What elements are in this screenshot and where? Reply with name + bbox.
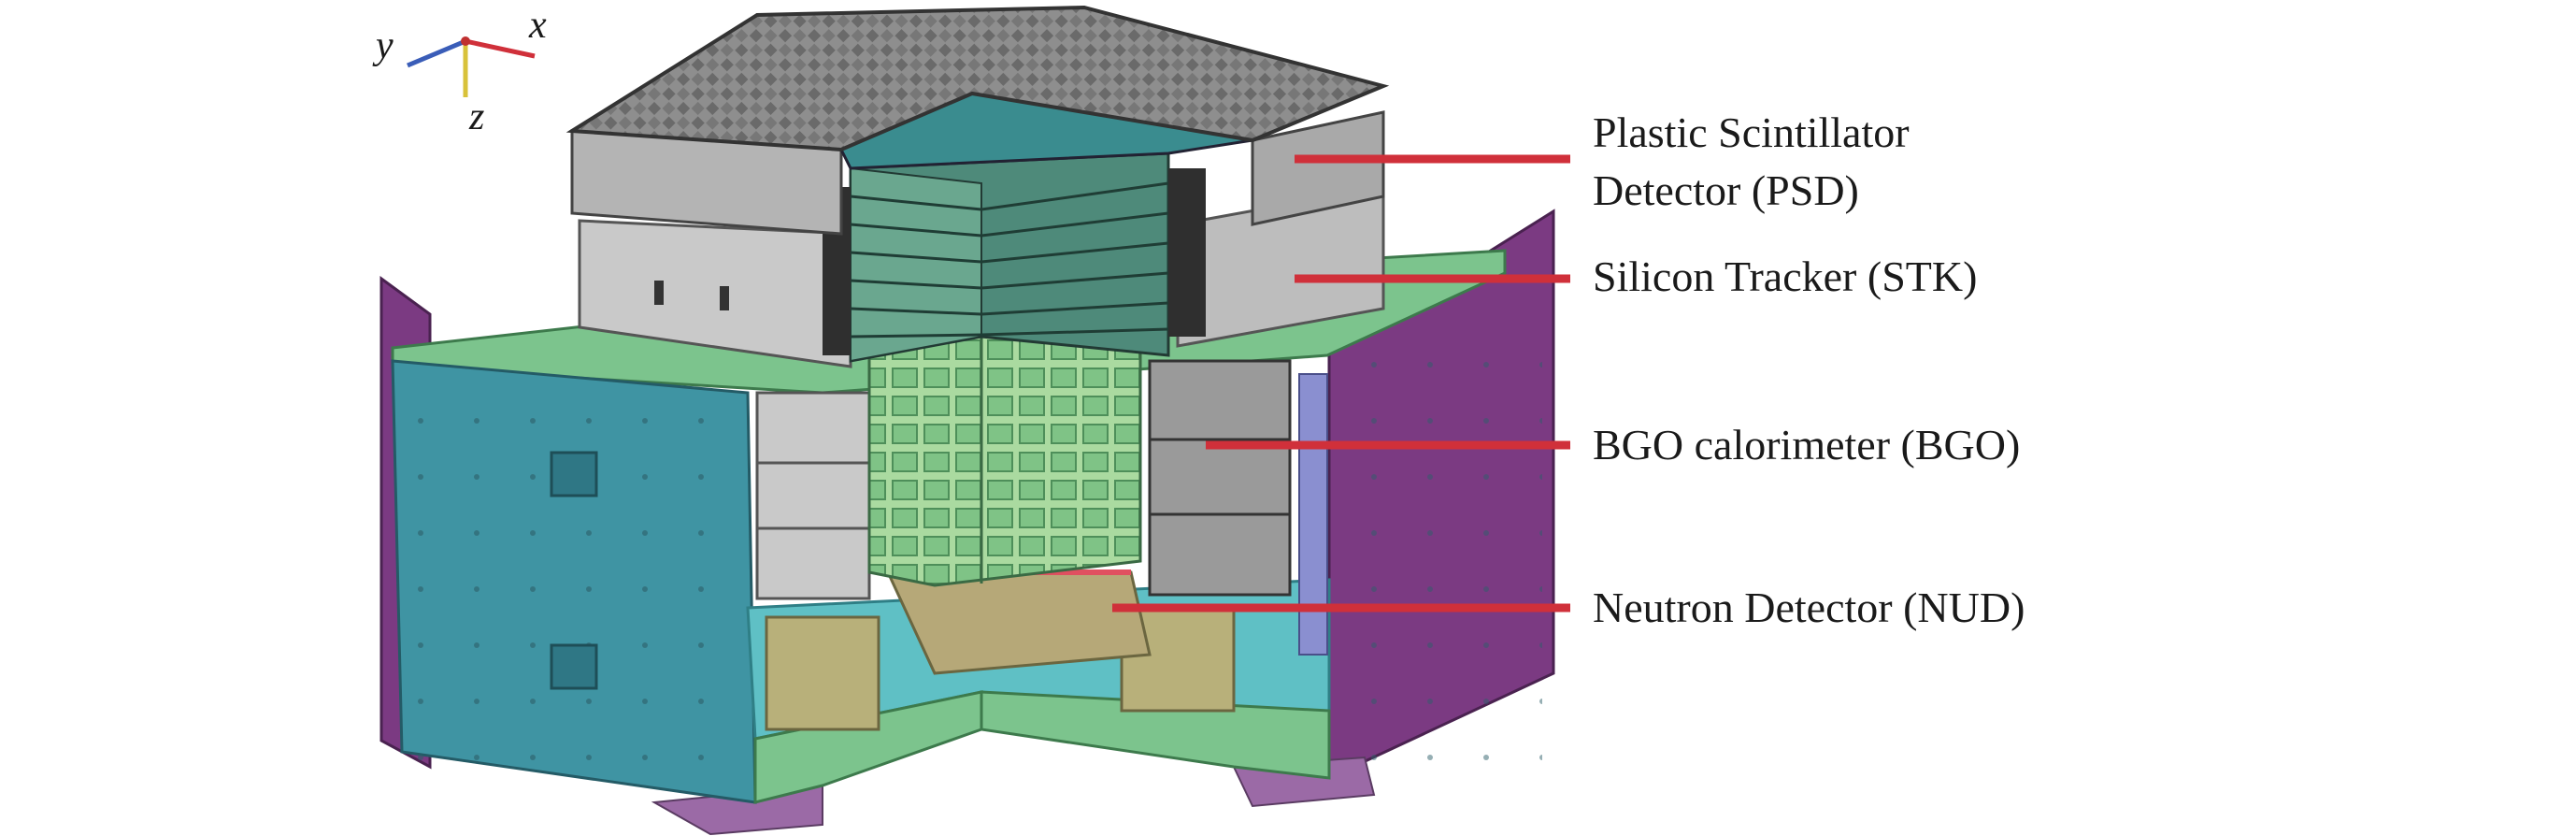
nud-support-left	[765, 615, 880, 731]
psd-housing-right	[1251, 110, 1385, 226]
label-nud: Neutron Detector (NUD)	[1593, 584, 2025, 631]
neutron-detector	[885, 570, 1152, 675]
bgo-calorimeter	[867, 325, 1142, 587]
bottom-right-frame	[980, 690, 1331, 780]
panel-hatch-lower	[550, 643, 598, 690]
silicon-tracker	[823, 151, 1206, 363]
axis-label-z: z	[469, 95, 485, 138]
label-psd-line1: Plastic Scintillator	[1593, 108, 1910, 156]
axis-triad	[407, 36, 536, 97]
axis-label-x: x	[529, 4, 547, 47]
psd-top-plate	[565, 5, 1390, 152]
label-psd-line2: Detector (PSD)	[1593, 166, 1859, 214]
y-axis-arrow	[407, 38, 466, 68]
panel-hatch-upper	[550, 451, 598, 497]
label-bgo: BGO calorimeter (BGO)	[1593, 421, 2021, 468]
label-stk: Silicon Tracker (STK)	[1593, 252, 1978, 300]
x-axis-arrow	[465, 38, 536, 59]
bottom-front-frame	[753, 690, 983, 804]
bgo-electronics-left	[755, 391, 871, 600]
stk-housing-left	[578, 219, 852, 368]
axis-label-y: y	[376, 24, 394, 67]
